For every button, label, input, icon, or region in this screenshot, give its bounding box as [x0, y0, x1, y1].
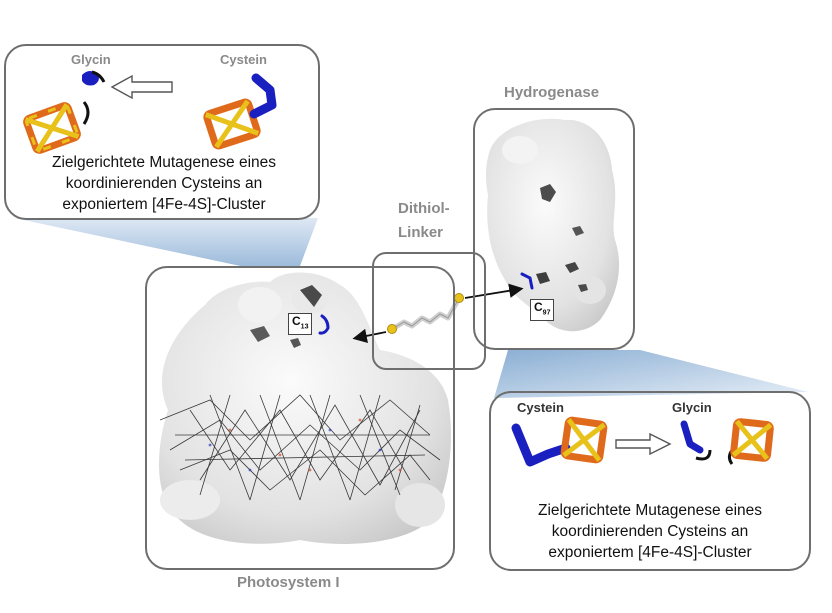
hydrogenase-protein: [485, 118, 620, 332]
c13-cysteine: [318, 314, 330, 335]
fes-cluster-bottom-left: [560, 416, 608, 464]
hydrogenase-frame: [473, 108, 635, 350]
mutagenesis-box-top: [4, 44, 320, 220]
residue-label-c13: C13: [288, 313, 313, 336]
c97-cysteine: [520, 272, 534, 290]
cysteine-stick-top: [249, 73, 277, 119]
glycine-stick-bottom: [680, 420, 704, 454]
fes-cluster-bottom-right: [730, 418, 774, 462]
arrow-to-photosystem: [352, 328, 387, 343]
mutation-arrow-top: [110, 74, 173, 100]
photosystem-title: Photosystem I: [237, 574, 340, 591]
fes-cluster-top-left: [23, 102, 81, 154]
mutagenesis-box-bottom: [489, 391, 811, 571]
linker-title: Dithiol- Linker: [398, 200, 450, 241]
hydrogenase-title: Hydrogenase: [504, 84, 600, 101]
photosystem-protein: [158, 272, 451, 544]
glycine-stub: [82, 71, 99, 86]
cysteine-label-bottom: Cystein: [517, 400, 564, 415]
linker-frame: [372, 252, 486, 370]
callout-wedge-bottom: [494, 350, 808, 398]
photosystem-frame: [145, 266, 455, 570]
glycine-label-top: Glycin: [71, 52, 111, 67]
cysteine-stick-bottom: [511, 423, 571, 467]
cysteine-label-top: Cystein: [220, 52, 267, 67]
mutation-arrow-bottom: [615, 432, 672, 456]
cofactor-mesh: [159, 394, 441, 501]
caption-top: Zielgerichtete Mutagenese eines koordini…: [51, 154, 277, 213]
caption-bottom: Zielgerichtete Mutagenese eines koordini…: [537, 502, 763, 561]
callout-wedge-top: [14, 218, 318, 268]
glycine-label-bottom: Glycin: [672, 400, 712, 415]
dithiol-linker-molecule: [387, 293, 464, 334]
residue-label-c97: C97: [530, 299, 555, 322]
